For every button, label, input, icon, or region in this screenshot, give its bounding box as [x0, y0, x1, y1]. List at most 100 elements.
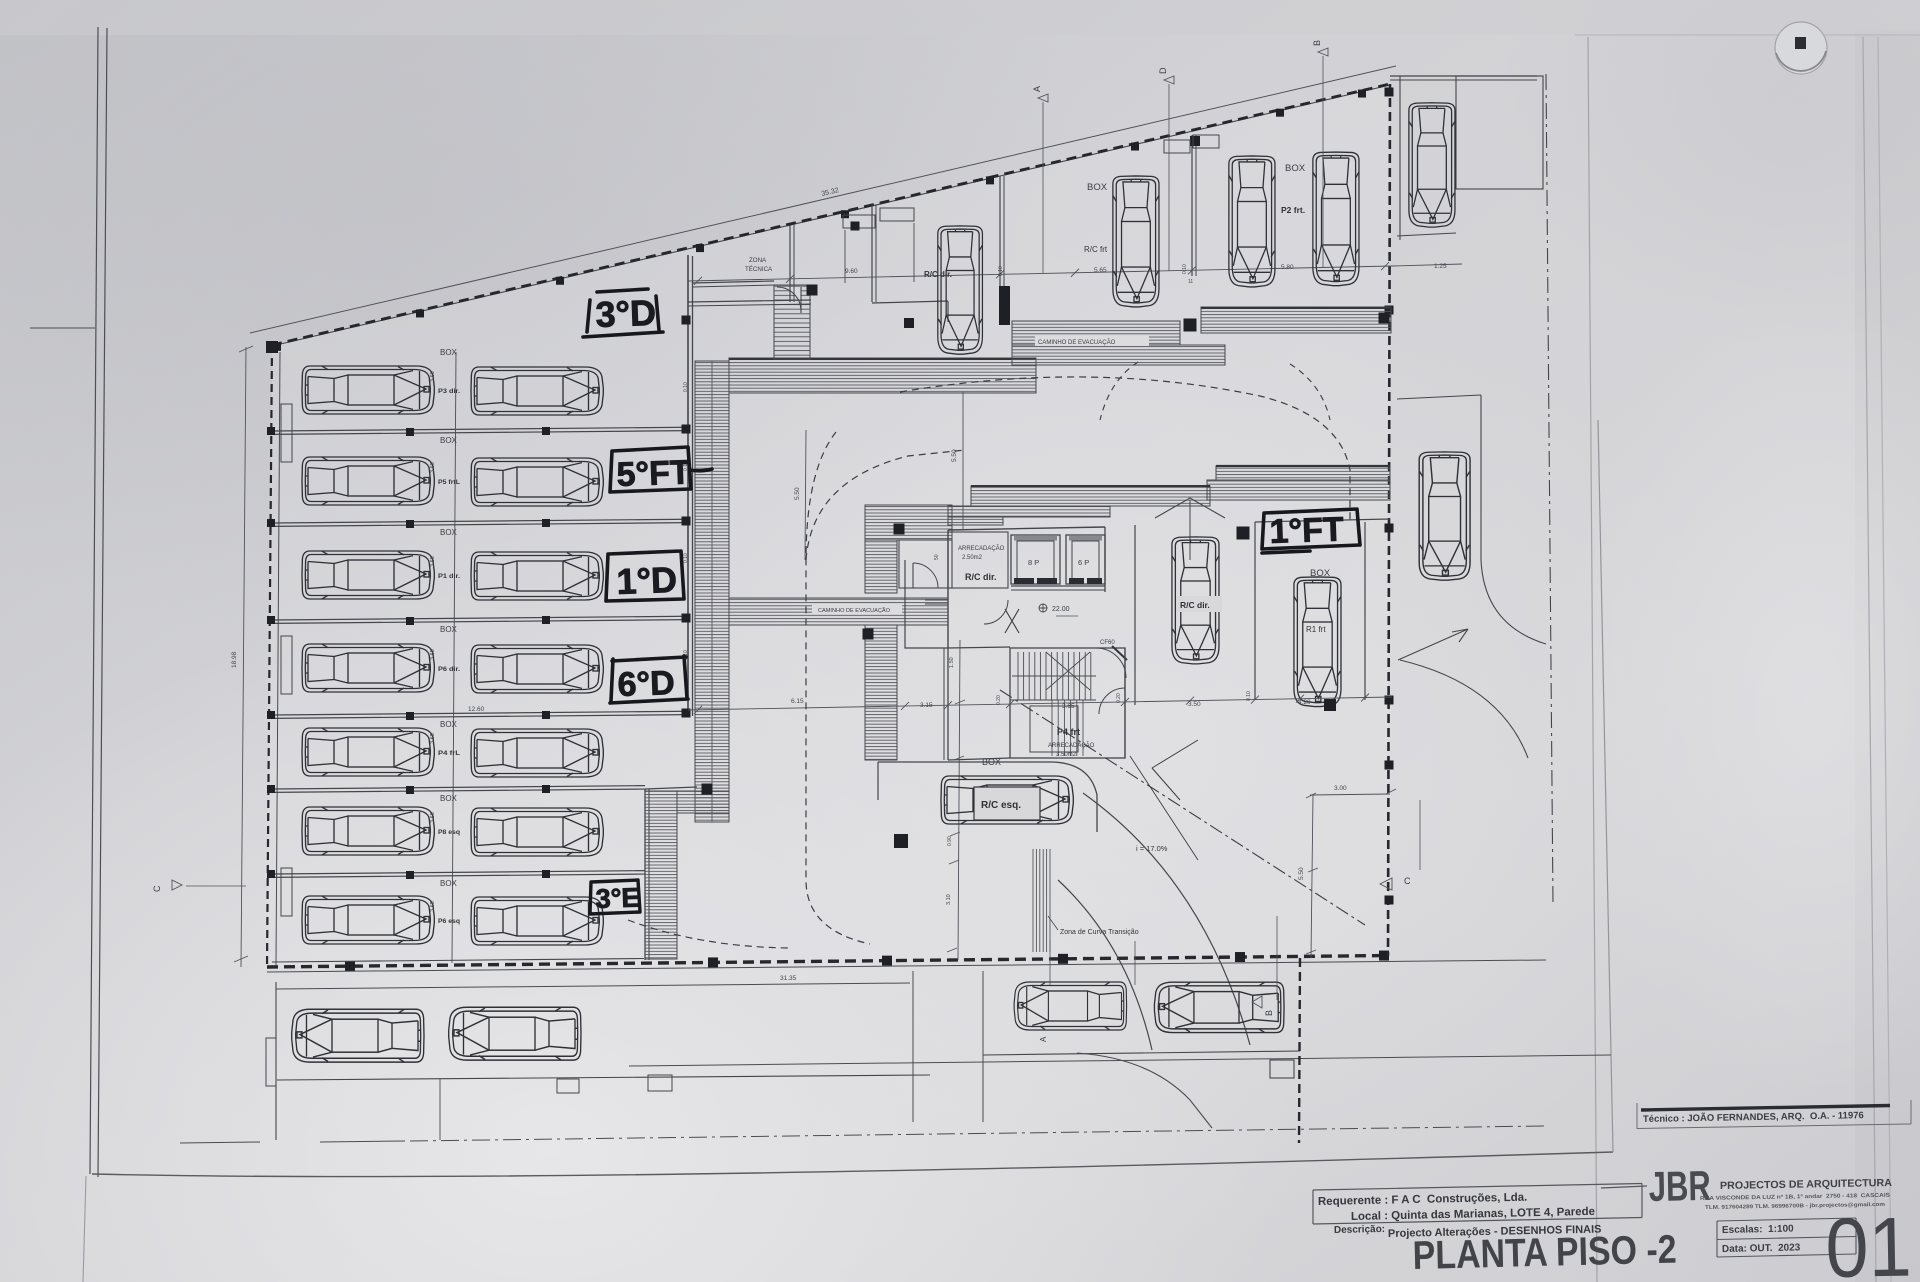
svg-text:BOX: BOX — [440, 348, 458, 357]
svg-text:Zona de Curva Transição: Zona de Curva Transição — [1060, 929, 1139, 936]
svg-text:P4 frL: P4 frL — [438, 750, 460, 757]
svg-text:50: 50 — [934, 554, 940, 560]
svg-text:BOX: BOX — [440, 625, 458, 634]
svg-text:ARRECADAÇÃO: ARRECADAÇÃO — [958, 545, 1005, 552]
svg-text:3.65: 3.65 — [430, 462, 436, 473]
svg-text:CAMINHO DE EVACUAÇÃO: CAMINHO DE EVACUAÇÃO — [818, 607, 891, 614]
svg-text:1°FT: 1°FT — [1269, 510, 1345, 551]
svg-text:3.15: 3.15 — [920, 702, 933, 709]
svg-text:A: A — [1032, 86, 1042, 92]
svg-text:0.10: 0.10 — [683, 461, 689, 471]
svg-text:01: 01 — [1825, 1200, 1913, 1282]
svg-text:TLM. 917604289 TLM. 96996700B: TLM. 917604289 TLM. 96996700B - jbr.proj… — [1705, 1202, 1885, 1211]
svg-text:BOX: BOX — [1310, 568, 1331, 579]
svg-text:BOX: BOX — [440, 879, 458, 888]
svg-text:5.80: 5.80 — [1281, 264, 1294, 271]
svg-text:R/C esq.: R/C esq. — [981, 800, 1021, 811]
svg-text:B: B — [1264, 1010, 1274, 1016]
svg-text:Projecto Alterações - DESENHOS: Projecto Alterações - DESENHOS FINAIS — [1388, 1224, 1602, 1240]
svg-text:C: C — [1404, 876, 1411, 886]
svg-text:18.98: 18.98 — [231, 651, 238, 668]
svg-text:ARRECADAÇÃO: ARRECADAÇÃO — [1048, 742, 1095, 749]
svg-text:3.00: 3.00 — [1334, 785, 1347, 792]
svg-text:3°D: 3°D — [595, 292, 657, 335]
svg-text:0.10: 0.10 — [998, 266, 1004, 276]
svg-text:8 P: 8 P — [1028, 558, 1039, 567]
svg-text:3.10: 3.10 — [946, 894, 952, 905]
svg-text:CAMINHO DE EVACUAÇÃO: CAMINHO DE EVACUAÇÃO — [1038, 339, 1116, 346]
svg-text:BOX: BOX — [440, 794, 458, 803]
svg-text:BOX: BOX — [440, 720, 458, 729]
svg-text:0.10: 0.10 — [683, 650, 689, 660]
svg-text:3.65: 3.65 — [430, 901, 436, 912]
svg-text:P4 frt: P4 frt — [1057, 727, 1080, 737]
svg-text:5°FT: 5°FT — [616, 453, 692, 494]
svg-text:2.50m2: 2.50m2 — [962, 555, 983, 561]
svg-text:Data: OUT. 2023: Data: OUT. 2023 — [1722, 1242, 1801, 1255]
svg-text:P6 esq: P6 esq — [438, 918, 460, 925]
svg-text:0.10: 0.10 — [1182, 264, 1188, 274]
svg-text:D: D — [1158, 67, 1168, 74]
svg-text:P1 dir.: P1 dir. — [438, 573, 460, 580]
svg-text:35.32: 35.32 — [821, 187, 840, 198]
svg-text:Requerente : F A C Construçõe: Requerente : F A C Construções, Lda. — [1318, 1192, 1528, 1208]
svg-text:i = 17.0%: i = 17.0% — [1136, 844, 1168, 853]
svg-text:TÉCNICA: TÉCNICA — [745, 266, 773, 273]
svg-text:3°E: 3°E — [595, 882, 640, 914]
svg-text:P3 dir.: P3 dir. — [438, 388, 460, 395]
svg-text:3.65: 3.65 — [430, 649, 436, 660]
svg-text:BOX: BOX — [982, 757, 1001, 767]
svg-text:RUA VISCONDE DA LUZ nº 1B, 1º: RUA VISCONDE DA LUZ nº 1B, 1º andar 2750… — [1700, 1193, 1890, 1202]
svg-text:0.10: 0.10 — [683, 553, 689, 563]
svg-text:22.00: 22.00 — [1052, 606, 1070, 613]
svg-text:1.25: 1.25 — [1434, 263, 1447, 270]
svg-text:0.10: 0.10 — [1246, 691, 1252, 701]
svg-text:B: B — [1312, 40, 1322, 46]
svg-text:JBR: JBR — [1648, 1162, 1711, 1210]
svg-text:3.50m2: 3.50m2 — [1056, 752, 1077, 758]
svg-text:R/C frt: R/C frt — [1084, 245, 1108, 254]
svg-text:R/C dir.: R/C dir. — [1180, 600, 1210, 610]
svg-text:3.50: 3.50 — [1188, 701, 1201, 708]
svg-text:CF60: CF60 — [1100, 640, 1115, 646]
svg-text:P5 frtL: P5 frtL — [438, 479, 460, 486]
svg-text:5.50: 5.50 — [1298, 867, 1305, 880]
svg-text:Descrição:: Descrição: — [1334, 1224, 1385, 1236]
svg-text:P6 dir.: P6 dir. — [438, 666, 460, 673]
svg-text:6 P: 6 P — [1078, 558, 1089, 567]
svg-text:P2 frt.: P2 frt. — [1281, 205, 1305, 215]
svg-text:ZONA: ZONA — [749, 257, 767, 264]
svg-text:0.20: 0.20 — [1116, 693, 1122, 703]
svg-text:3.65: 3.65 — [1062, 703, 1075, 710]
svg-text:5.65: 5.65 — [1094, 267, 1107, 274]
svg-text:BOX: BOX — [1087, 182, 1108, 193]
svg-text:Local : Quinta das Marianas, L: Local : Quinta das Marianas, LOTE 4, Par… — [1351, 1206, 1595, 1223]
svg-text:3.65: 3.65 — [430, 371, 436, 382]
svg-text:BOX: BOX — [440, 436, 458, 445]
svg-text:R1 frt: R1 frt — [1306, 625, 1326, 634]
svg-text:5.50: 5.50 — [794, 487, 801, 500]
svg-text:R/C dir.: R/C dir. — [965, 572, 997, 582]
svg-text:6.15: 6.15 — [791, 698, 804, 705]
svg-text:BOX: BOX — [440, 528, 458, 537]
svg-text:3.65: 3.65 — [430, 733, 436, 744]
svg-text:4.20: 4.20 — [1298, 699, 1311, 706]
svg-text:0.10: 0.10 — [683, 382, 689, 392]
svg-text:C: C — [152, 885, 162, 892]
svg-text:6°D: 6°D — [617, 664, 675, 704]
svg-text:0.20: 0.20 — [996, 695, 1002, 705]
svg-text:PROJECTOS DE ARQUITECTURA: PROJECTOS DE ARQUITECTURA — [1720, 1177, 1893, 1192]
svg-text:A: A — [1039, 1036, 1048, 1042]
svg-text:0.90: 0.90 — [947, 836, 953, 846]
svg-text:5.50: 5.50 — [951, 449, 958, 462]
svg-text:P8 esq: P8 esq — [438, 829, 460, 836]
svg-text:31.35: 31.35 — [780, 975, 797, 982]
svg-text:3.65: 3.65 — [430, 556, 436, 567]
svg-text:3.65: 3.65 — [430, 812, 436, 823]
svg-text:11: 11 — [1188, 279, 1193, 285]
svg-text:BOX: BOX — [1285, 163, 1306, 174]
svg-text:1°D: 1°D — [616, 559, 678, 602]
svg-text:PLANTA PISO -2: PLANTA PISO -2 — [1412, 1228, 1677, 1278]
svg-text:9.60: 9.60 — [845, 268, 858, 275]
svg-text:12.60: 12.60 — [468, 706, 485, 713]
